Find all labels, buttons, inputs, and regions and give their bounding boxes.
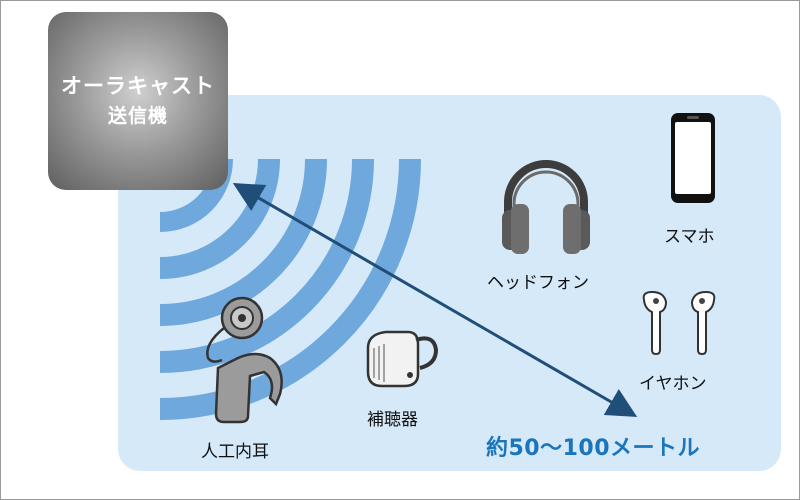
auracast-transmitter: オーラキャスト 送信機 bbox=[48, 12, 228, 190]
headphones-label: ヘッドフォン bbox=[487, 273, 589, 293]
hearing-aid-label: 補聴器 bbox=[367, 410, 418, 430]
earphones-icon bbox=[642, 290, 716, 356]
cochlear-implant-label: 人工内耳 bbox=[201, 442, 269, 462]
cochlear-implant-icon bbox=[206, 296, 283, 424]
range-label: 約50〜100メートル bbox=[486, 436, 701, 461]
headphones-icon bbox=[502, 160, 590, 254]
earphones-label: イヤホン bbox=[639, 374, 707, 394]
smartphone-label: スマホ bbox=[664, 227, 715, 247]
transmitter-label-line1: オーラキャスト bbox=[61, 74, 215, 98]
hearing-aid-icon bbox=[366, 330, 439, 388]
transmitter-label-line2: 送信機 bbox=[107, 105, 168, 127]
smartphone-icon bbox=[671, 113, 715, 203]
